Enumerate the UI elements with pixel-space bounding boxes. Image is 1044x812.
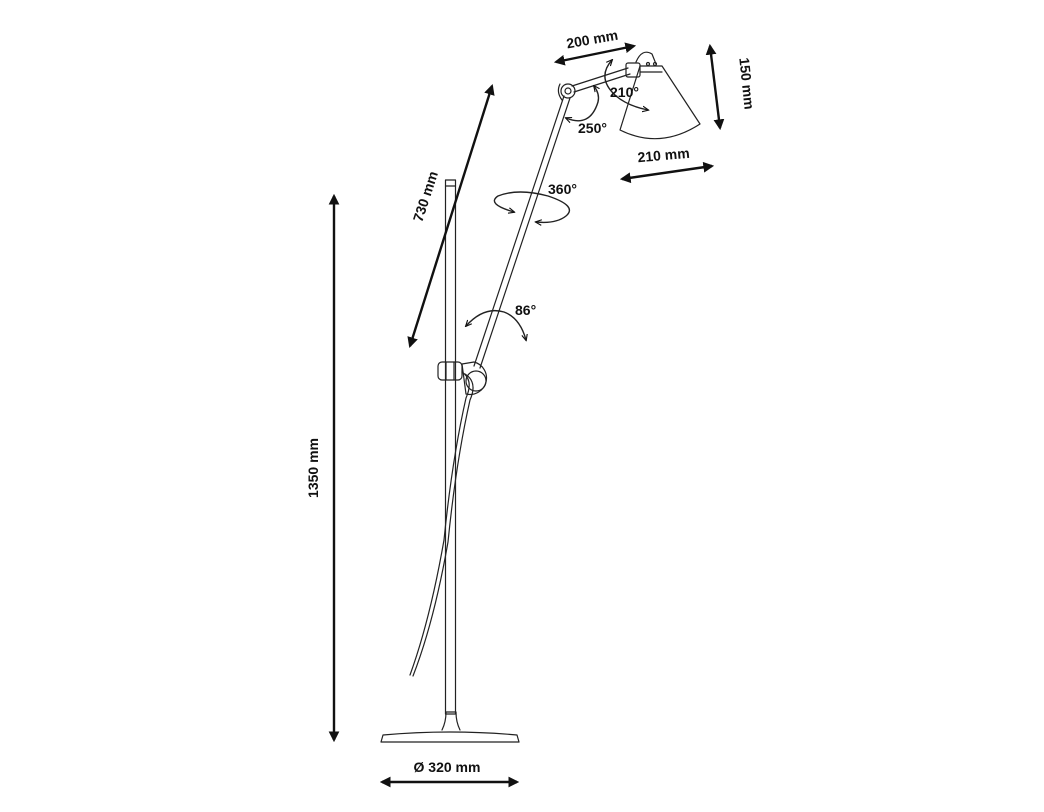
lamp-pole [444, 179, 457, 715]
pole-clamp [437, 361, 463, 381]
power-cable [409, 371, 470, 676]
arm-tilt-label: 86° [515, 302, 536, 318]
lamp-base [380, 731, 520, 743]
shade-height-label: 150 mm [736, 57, 757, 111]
head-tilt-label: 210° [610, 84, 639, 100]
head-arm-arrow [553, 42, 637, 66]
labels: 1350 mm 730 mm 200 mm 150 mm 210 mm Ø 32… [305, 27, 758, 775]
arm-length-label: 730 mm [410, 169, 441, 224]
shade-height-arrow [705, 43, 725, 131]
head-arm-length-label: 200 mm [565, 27, 619, 52]
total-height-label: 1350 mm [305, 438, 321, 498]
base-diameter-label: Ø 320 mm [414, 759, 481, 775]
head-tilt-arrow [604, 60, 648, 110]
shade-diameter-label: 210 mm [637, 145, 690, 165]
lamp-shade [619, 65, 701, 140]
elbow-angle-label: 250° [578, 120, 607, 136]
dimension-arrows [328, 42, 725, 788]
arm-length-arrow [407, 83, 495, 349]
lamp-illustration [380, 51, 701, 743]
elbow-rotation-arrow [566, 86, 599, 121]
shade-diameter-arrow [619, 161, 715, 184]
arm-rotation-label: 360° [548, 181, 577, 197]
arm-rotation-arrow [493, 191, 571, 222]
base-neck [441, 711, 461, 731]
lower-arm-joint [461, 361, 488, 396]
arm-tilt-arrow [466, 309, 526, 340]
main-arm [473, 95, 565, 367]
rotation-arrows [466, 60, 648, 340]
